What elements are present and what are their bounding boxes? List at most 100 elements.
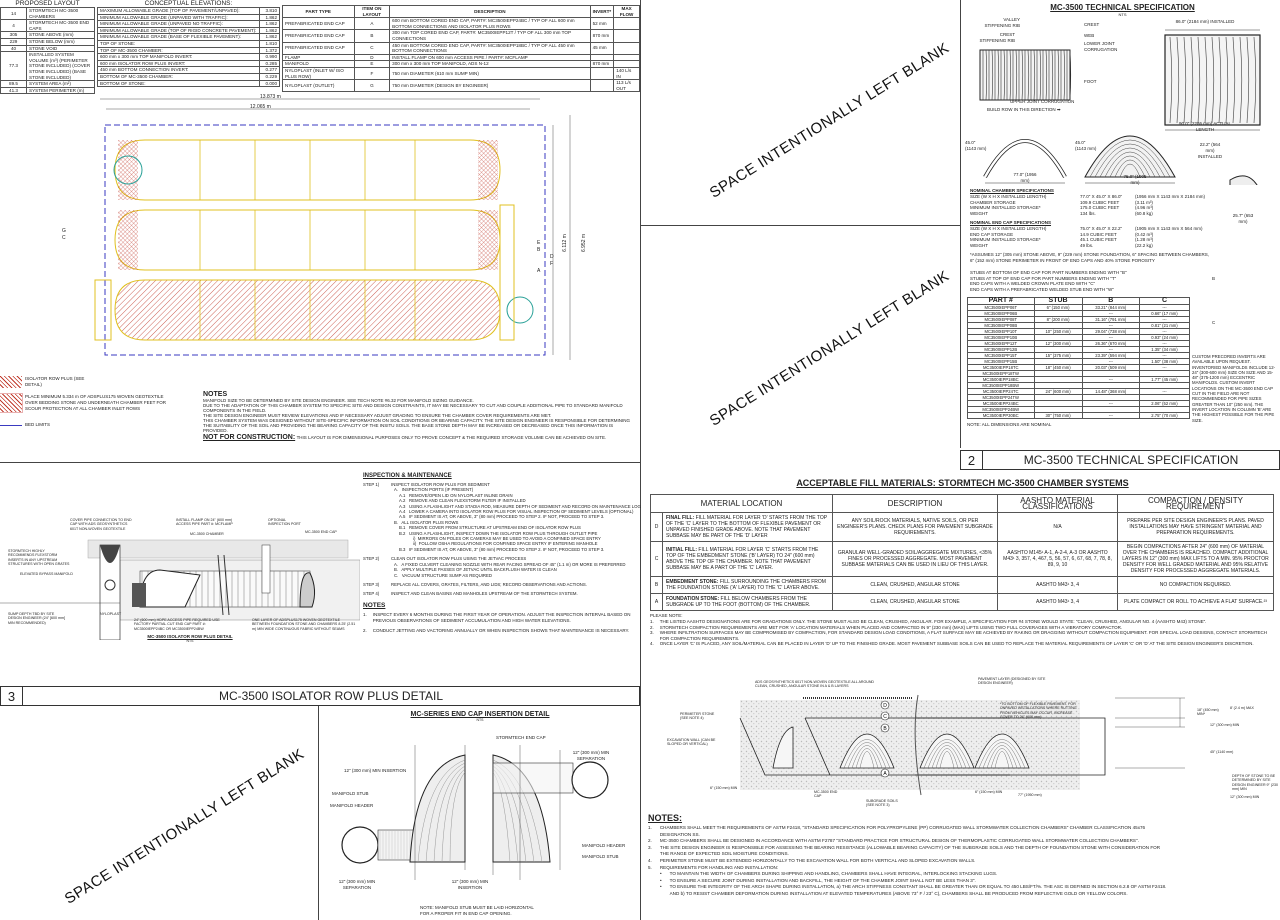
endcap-ring (1114, 159, 1146, 178)
sheet-title: MC-3500 TECHNICAL SPECIFICATION (1023, 453, 1239, 467)
installation-notes: NOTES: 1.CHAMBERS SHALL MEET THE REQUIRE… (648, 813, 1167, 896)
scour-geotextile (118, 210, 138, 270)
fill-layer: D (650, 512, 663, 543)
elevation-row: 600 mm x 300 mm TOP MANIFOLD INVERT:0.99… (97, 53, 280, 61)
chamber-profile (839, 733, 895, 769)
section-label-w77: 77" (1950 mm) (1018, 793, 1042, 797)
chamber-rib (978, 739, 1026, 769)
parts-cell: PREFABRICATED END CAP (282, 17, 355, 31)
corrugation (1036, 49, 1042, 101)
elevation-value: 3.810 (259, 7, 280, 15)
section-label-max8: 8' (2.4 m) MAX (1230, 706, 1254, 710)
parts-cell: D (353, 53, 391, 62)
layout-value: 77.3 (0, 51, 27, 82)
sheet2-divider (960, 0, 961, 448)
bypass-manifold (104, 579, 116, 591)
dim-height2: 6.952 m (581, 233, 588, 253)
isolator-label: SUMP DEPTH TBD BY SITE DESIGN ENGINEER (… (8, 612, 65, 625)
isolator-label: NYLOPLAST (100, 612, 122, 616)
section-label-endcap: MC-3500 END CAP (814, 790, 838, 799)
parts-cell: 45 mm (589, 41, 615, 55)
elevation-value: 1.862 (259, 33, 280, 41)
fill-compaction: PREPARE PER SITE DESIGN ENGINEER'S PLANS… (1117, 512, 1274, 543)
fill-layer: A (650, 593, 663, 612)
fill-header: COMPACTION / DENSITY REQUIREMENT (1117, 493, 1274, 514)
inspection-step: STEP 3)REPLACE ALL COVERS, GRATES, FILTE… (363, 581, 587, 587)
blank-notice-1: SPACE INTENTIONALLY LEFT BLANK (706, 39, 953, 202)
spec-cell: SIZE (W X H X INSTALLED LENGTH) (970, 194, 1047, 199)
elevation-row: MINIMUM ALLOWABLE GRADE (BASE OF FLEXIBL… (97, 33, 280, 41)
elevation-row: MAXIMUM ALLOWABLE GRADE (TOP OF PAVEMENT… (97, 7, 280, 15)
parts-header: DESCRIPTION (389, 4, 591, 19)
layer-label-B: B (883, 726, 887, 732)
section-label-subgrade: SUBGRADE SOILS (SEE NOTE 3) (866, 799, 898, 808)
parts-cell (613, 29, 640, 43)
elevation-row: 600 mm ISOLATOR ROW PLUS INVERT:0.285 (97, 59, 280, 68)
elevation-value: 0.990 (259, 53, 280, 61)
label-foot: FOOT (1084, 79, 1097, 84)
chamber-row (114, 279, 501, 341)
rib (1239, 36, 1243, 124)
spec-cell: 75.0" X 45.0" X 22.2" (1080, 226, 1123, 231)
endcap-divider (318, 706, 319, 920)
stub-note: STUBS AT TOP OF END CAP FOR PART NUMBERS… (970, 275, 1117, 281)
custom-invert-note: CUSTOM PRECORED INVERTS ARE AVAILABLE UP… (1192, 354, 1276, 423)
layer-marker-A (880, 768, 890, 778)
cap-ring (433, 765, 466, 863)
stub-cell: --- (1081, 411, 1141, 419)
note-1: MANIFOLD SIZE TO BE DETERMINED BY SITE D… (203, 398, 474, 403)
stub-header: STUB (1033, 297, 1083, 305)
corrugation (1000, 49, 1006, 101)
layout-label: STONE BELOW (mm) (26, 37, 95, 46)
rib (1204, 36, 1208, 124)
rib (1246, 36, 1250, 124)
install-subnote: •TO ENSURE THE INTEGRITY OF THE ARCH SHA… (660, 884, 1167, 896)
callout-e: E (537, 240, 541, 246)
inspection-step: A.2 REMOVE AND CLEAN FLEXSTORM FILTER IF… (399, 498, 526, 504)
blank-notice-2: SPACE INTENTIONALLY LEFT BLANK (706, 267, 953, 430)
parts-cell: 113 L/s OUT (613, 79, 640, 93)
parts-cell: A (353, 17, 391, 31)
elevation-value: 0.000 (259, 79, 280, 88)
section-label-depth: DEPTH OF STONE TO BE DETERMINED BY SITE … (1232, 774, 1279, 792)
parts-cell: 750 mm DIAMETER (610 mm SUMP MIN) (389, 66, 591, 81)
legend-item-isolator: ISOLATOR ROW PLUS (SEE DETAIL) (0, 376, 190, 388)
parts-cell: F (353, 66, 391, 81)
maint-note-1: 1.INSPECT EVERY 6 MONTHS DURING THE FIRS… (363, 611, 631, 623)
corrugation (1030, 49, 1036, 101)
fill-description: GRANULAR WELL-GRADED SOIL/AGGREGATE MIXT… (832, 541, 998, 578)
inspection-step: A.1 REMOVE/OPEN LID ON NYLOPLAST INLINE … (399, 492, 513, 498)
inspection-step: A.5 IF SEDIMENT IS AT, OR ABOVE, 3" (80 … (399, 514, 605, 520)
parts-cell (613, 53, 640, 62)
cap-ring (441, 768, 466, 863)
end-cap-profile (772, 726, 794, 769)
spec-cell: SIZE (W X H X INSTALLED LENGTH) (970, 226, 1047, 231)
spec-cell: (60.8 kg) (1135, 210, 1153, 216)
layer-marker-C (880, 711, 890, 721)
layout-value: 305 (0, 31, 27, 39)
isolator-row-section (0, 539, 360, 640)
chamber-rib (935, 748, 959, 769)
corrugation (1042, 49, 1048, 101)
fill-notes: PLEASE NOTE: 1.THE LISTED AASHTO DESIGNA… (650, 613, 1274, 647)
fill-note: 1.THE LISTED AASHTO DESIGNATIONS ARE FOR… (650, 619, 1207, 625)
corrugation (1048, 49, 1054, 101)
corrugation (1066, 49, 1072, 101)
chamber-rib (990, 748, 1014, 769)
label-min-insertion-left: 12" (300 mm) MIN INSERTION (344, 768, 407, 773)
manifold-header-right (571, 761, 609, 799)
layout-label: STORMTECH MC-3500 END CAPS (26, 19, 95, 33)
layer-label-A: A (883, 771, 887, 777)
note-2: DUE TO THE ADAPTATION OF THIS CHAMBER SY… (203, 403, 623, 413)
blank-notice-3: SPACE INTENTIONALLY LEFT BLANK (61, 745, 308, 908)
chamber-top-view (1164, 34, 1261, 126)
inspection-step: STEP 2)CLEAN OUT ISOLATOR ROW PLUS USING… (363, 556, 527, 562)
section-label-min6: 6" (150 mm) MIN (710, 786, 738, 790)
spec-cell: END CAP STORAGE (970, 231, 1014, 237)
chamber-rib (994, 751, 1010, 769)
